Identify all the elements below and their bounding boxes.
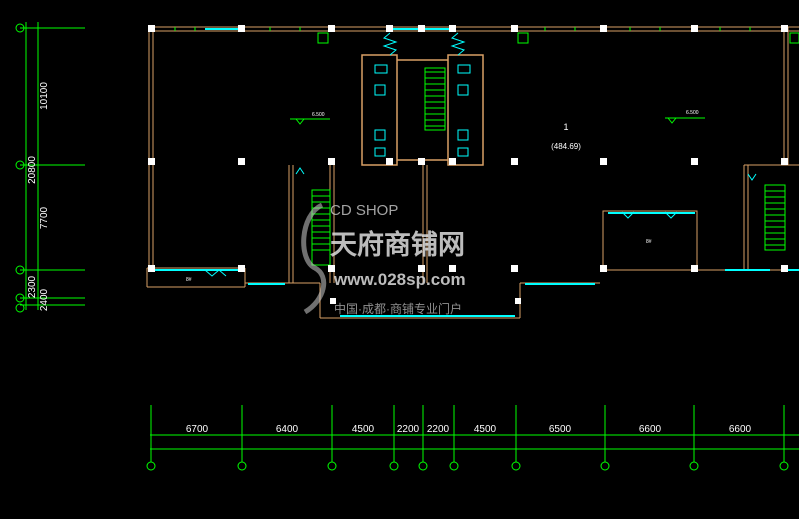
- columns: [148, 25, 788, 304]
- elevation-label-left: 6.500: [312, 112, 325, 118]
- windows: [155, 28, 799, 317]
- left-dim-4: 2400: [39, 288, 50, 311]
- core-springs: [382, 32, 466, 56]
- watermark-brand-en: CD SHOP: [330, 202, 398, 219]
- left-dim-5: 2300: [27, 275, 38, 298]
- left-dim-3: 7700: [39, 206, 50, 229]
- bottom-dim-6: 4500: [474, 424, 497, 435]
- left-dim-2: 20800: [27, 156, 38, 184]
- bottom-dim-7: 6500: [549, 424, 572, 435]
- bottom-dim-3: 4500: [352, 424, 375, 435]
- bottom-dim-2: 6400: [276, 424, 299, 435]
- right-stair: [764, 184, 786, 251]
- bottom-dim-1: 6700: [186, 424, 209, 435]
- small-room-right: [602, 210, 698, 271]
- tag-small-mid: 8#: [646, 239, 652, 245]
- left-axis-bubbles: [15, 23, 25, 313]
- watermark-brand-cn: 天府商铺网: [330, 229, 465, 260]
- bottom-dim-8: 6600: [639, 424, 662, 435]
- left-dim-1: 10100: [39, 82, 50, 110]
- core-stairs: [424, 67, 446, 131]
- watermark-url: www.028sp.com: [333, 270, 466, 289]
- elevation-marker-left: [290, 118, 330, 125]
- elevation-label-right: 6.500: [686, 110, 699, 116]
- bottom-dim-5: 2200: [427, 424, 450, 435]
- left-dimension-chain: [20, 22, 85, 310]
- window-ticks: [174, 27, 751, 31]
- bottom-dim-4: 2200: [397, 424, 420, 435]
- core-fixtures: [374, 64, 471, 157]
- left-stair: [311, 189, 331, 266]
- room-area: (484.69): [551, 142, 581, 151]
- watermark-logo-icon: [301, 202, 327, 315]
- top-tags: [317, 32, 799, 44]
- watermark-slogan: 中国·成都·商铺专业门户: [334, 301, 462, 316]
- watermark: CD SHOP 天府商铺网 www.028sp.com 中国·成都·商铺专业门户: [301, 202, 466, 316]
- outer-walls: [146, 26, 799, 319]
- elevation-marker-right: [665, 117, 705, 124]
- door-swings: [204, 167, 757, 277]
- bottom-dimension-chain: [150, 405, 799, 462]
- room-number: 1: [563, 122, 568, 132]
- bottom-axis-bubbles: [146, 461, 789, 471]
- bottom-dim-9: 6600: [729, 424, 752, 435]
- tag-small-left: 8#: [186, 277, 192, 283]
